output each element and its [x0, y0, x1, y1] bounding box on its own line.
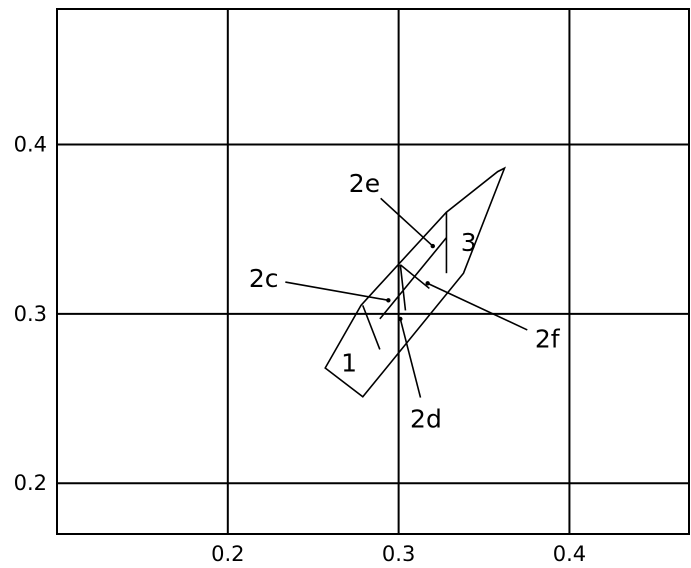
y-tick-label: 0.2	[14, 471, 47, 495]
plot-frame	[56, 8, 690, 535]
region-divider	[399, 264, 407, 311]
annotation-1: 1	[341, 348, 357, 377]
leader-line-2e	[380, 197, 434, 247]
leader-dot-2d	[398, 316, 403, 322]
leader-line-2d	[399, 318, 422, 398]
annotation-2d: 2d	[410, 404, 442, 433]
leader-dot-2c	[386, 298, 391, 303]
leader-line-2c	[285, 281, 389, 302]
y-grid-lines	[57, 143, 689, 485]
region-outline	[324, 166, 507, 398]
x-tick-label: 0.4	[553, 542, 586, 566]
annotation-2f: 2f	[535, 325, 561, 354]
y-tick-label: 0.3	[14, 302, 47, 326]
x-tick-label: 0.3	[382, 542, 415, 566]
y-tick-labels: 0.2 0.3 0.4	[14, 132, 47, 495]
annotation-labels: 1 3 2c 2e 2d 2f	[249, 169, 561, 433]
leader-dot-2f	[425, 281, 430, 286]
region-divider	[379, 237, 448, 320]
leader-line-2f	[427, 282, 528, 331]
x-tick-labels: 0.2 0.3 0.4	[211, 542, 586, 566]
annotation-2c: 2c	[249, 264, 279, 293]
annotation-leaders	[285, 197, 528, 398]
x-grid-lines	[226, 9, 571, 534]
x-tick-label: 0.2	[211, 542, 244, 566]
leader-dot-2e	[430, 243, 435, 249]
annotation-2e: 2e	[349, 169, 380, 198]
region-divider	[399, 264, 430, 290]
region-divider	[362, 305, 381, 350]
annotation-3: 3	[461, 228, 477, 257]
y-tick-label: 0.4	[14, 132, 47, 156]
region-diagram	[324, 166, 507, 398]
